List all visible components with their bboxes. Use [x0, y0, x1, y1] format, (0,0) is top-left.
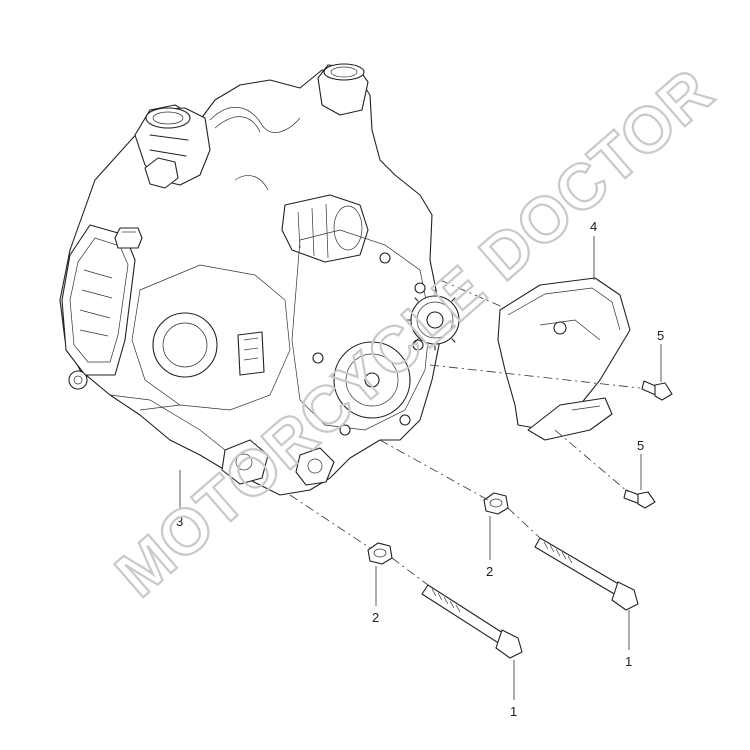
- callout-4: 4: [590, 219, 597, 234]
- mount-washer-lower: [367, 542, 393, 565]
- callout-3: 3: [176, 514, 183, 529]
- callout-1-upper: 1: [625, 654, 632, 669]
- callout-leader-lines: [179, 236, 662, 700]
- callout-5-lower: 5: [637, 438, 644, 453]
- engine-mount-bolt-lower: [421, 584, 523, 659]
- mount-washer-upper: [483, 492, 509, 515]
- sprocket-cover-bolt-lower: [623, 489, 656, 509]
- sprocket-cover-bolt-upper: [641, 380, 673, 401]
- engine-assembly: [59, 63, 464, 496]
- assembly-axis-lines: [289, 279, 641, 586]
- sprocket-cover: [497, 277, 631, 441]
- callout-5-upper: 5: [657, 328, 664, 343]
- callout-2-lower: 2: [372, 610, 379, 625]
- engine-mount-bolt-upper: [534, 537, 639, 611]
- callout-2-upper: 2: [486, 564, 493, 579]
- callout-1-lower: 1: [510, 704, 517, 719]
- front-sprocket: [406, 289, 464, 351]
